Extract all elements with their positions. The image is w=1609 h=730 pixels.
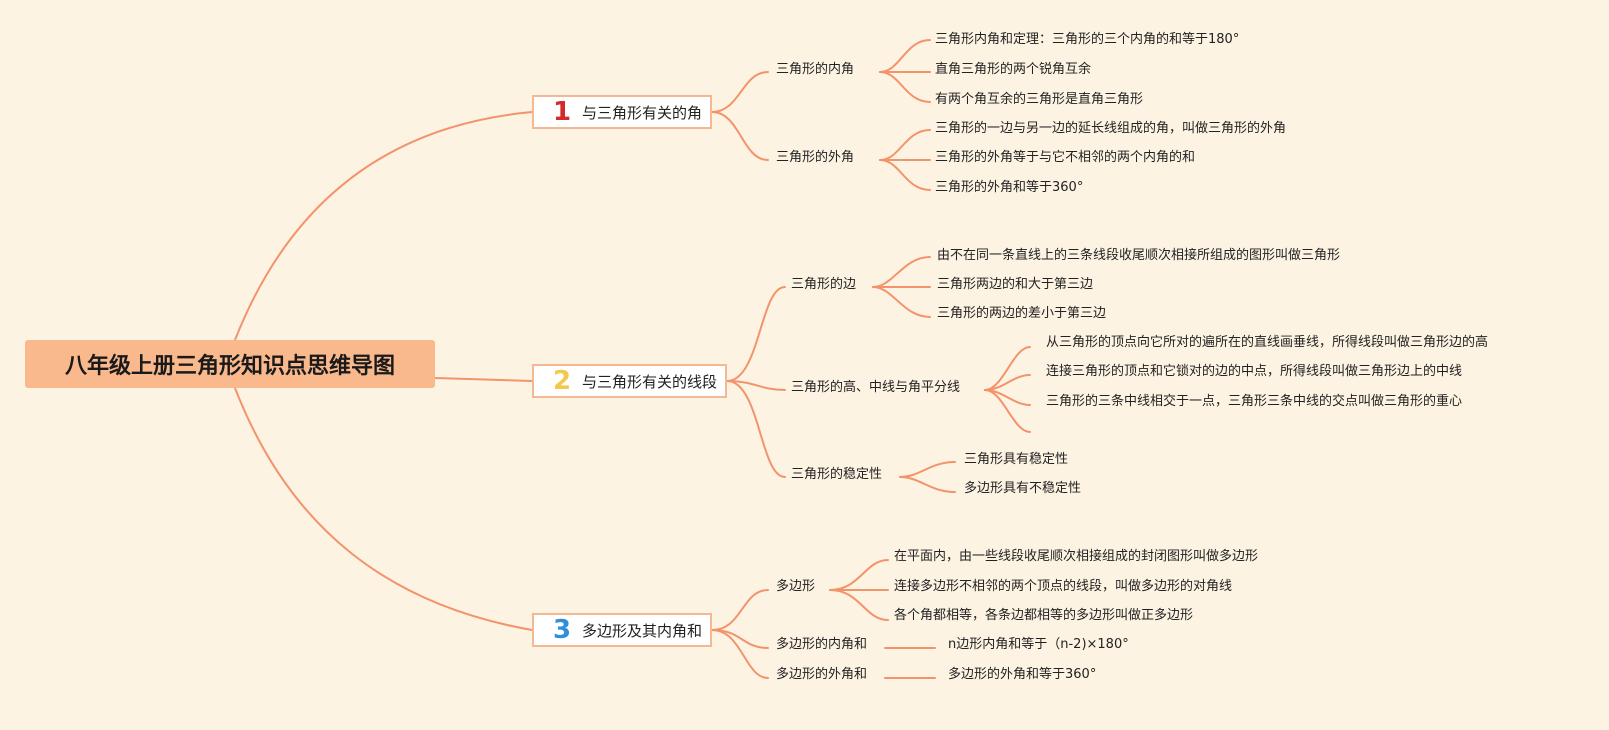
branch-2-label: 与三角形有关的线段 xyxy=(582,372,718,391)
leaf-item[interactable]: 多边形具有不稳定性 xyxy=(964,481,1082,496)
connector-b1s1-i1 xyxy=(879,39,931,73)
leaf-item[interactable]: 各个角都相等，各条边都相等的多边形叫做正多边形 xyxy=(894,608,1194,623)
connector-b3-sub2 xyxy=(711,629,769,649)
subtopic-stability[interactable]: 三角形的稳定性 xyxy=(791,467,883,482)
branch-3-label: 多边形及其内角和 xyxy=(582,621,703,640)
leaf-item[interactable]: 三角形的外角和等于360° xyxy=(935,180,1084,195)
branch-1-label: 与三角形有关的角 xyxy=(582,103,703,122)
leaf-item[interactable]: 三角形具有稳定性 xyxy=(964,452,1069,467)
leaf-item[interactable]: 三角形两边的和大于第三边 xyxy=(937,277,1094,292)
subtopic-polygon-exterior-sum[interactable]: 多边形的外角和 xyxy=(776,667,868,682)
connector-b2-sub2 xyxy=(726,380,786,391)
subtopic-altitude-median-bisector[interactable]: 三角形的高、中线与角平分线 xyxy=(791,380,961,395)
leaf-item[interactable]: 三角形内角和定理：三角形的三个内角的和等于180° xyxy=(935,32,1240,47)
leaf-item[interactable]: 三角形的三条中线相交于一点，三角形三条中线的交点叫做三角形的重心 xyxy=(1046,394,1463,409)
leaf-item[interactable]: 多边形的外角和等于360° xyxy=(948,667,1097,682)
connector-b2s3-i2 xyxy=(899,476,956,493)
badge-number-2: 2 xyxy=(552,366,572,396)
connector-b2s2-i4 xyxy=(984,389,1031,433)
mind-map-title[interactable]: 八年级上册三角形知识点思维导图 xyxy=(25,340,435,388)
leaf-item[interactable]: 直角三角形的两个锐角互余 xyxy=(935,62,1092,77)
connector-root-branch-3 xyxy=(234,387,533,631)
leaf-item[interactable]: 三角形的两边的差小于第三边 xyxy=(937,306,1107,321)
connector-b3s1-i1 xyxy=(829,559,889,591)
connector-b1s2-i1 xyxy=(879,129,931,161)
subtopic-triangle-sides[interactable]: 三角形的边 xyxy=(791,277,857,292)
badge-number-1: 1 xyxy=(552,97,572,127)
subtopic-polygon[interactable]: 多边形 xyxy=(776,579,816,594)
leaf-item[interactable]: 三角形的外角等于与它不相邻的两个内角的和 xyxy=(935,150,1196,165)
connector-root-branch-2 xyxy=(434,377,533,382)
connector-b3-sub3 xyxy=(711,629,769,679)
badge-number-3: 3 xyxy=(552,615,572,645)
connector-b1-sub1 xyxy=(711,71,769,113)
connector-b3s1-i3 xyxy=(829,589,889,621)
connector-root-branch-1 xyxy=(234,111,533,341)
leaf-item[interactable]: 连接三角形的顶点和它锁对的边的中点，所得线段叫做三角形边上的中线 xyxy=(1046,364,1463,379)
connector-b2-sub3 xyxy=(726,380,786,478)
branch-2-box[interactable]: 2 与三角形有关的线段 xyxy=(532,364,727,398)
connector-b3-sub1 xyxy=(711,589,769,631)
branch-1-box[interactable]: 1 与三角形有关的角 xyxy=(532,95,712,129)
subtopic-exterior-angle[interactable]: 三角形的外角 xyxy=(776,150,855,165)
leaf-item[interactable]: 连接多边形不相邻的两个顶点的线段，叫做多边形的对角线 xyxy=(894,579,1233,594)
subtopic-interior-angle[interactable]: 三角形的内角 xyxy=(776,62,855,77)
connector-b2s1-i1 xyxy=(872,256,931,288)
connector-b2s1-i3 xyxy=(872,286,931,318)
leaf-item[interactable]: 从三角形的顶点向它所对的遍所在的直线画垂线，所得线段叫做三角形边的高 xyxy=(1046,335,1489,350)
subtopic-polygon-interior-sum[interactable]: 多边形的内角和 xyxy=(776,637,868,652)
connector-b2-sub1 xyxy=(726,286,786,382)
connector-b1s1-i3 xyxy=(879,71,931,103)
connector-b1s2-i3 xyxy=(879,159,931,191)
connector-b2s3-i1 xyxy=(899,461,956,478)
connector-b1-sub2 xyxy=(711,111,769,161)
leaf-item[interactable]: 在平面内，由一些线段收尾顺次相接组成的封闭图形叫做多边形 xyxy=(894,549,1259,564)
leaf-item[interactable]: n边形内角和等于（n-2)×180° xyxy=(948,637,1129,652)
leaf-item[interactable]: 有两个角互余的三角形是直角三角形 xyxy=(935,92,1144,107)
branch-3-box[interactable]: 3 多边形及其内角和 xyxy=(532,613,712,647)
leaf-item[interactable]: 三角形的一边与另一边的延长线组成的角，叫做三角形的外角 xyxy=(935,121,1287,136)
leaf-item[interactable]: 由不在同一条直线上的三条线段收尾顺次相接所组成的图形叫做三角形 xyxy=(937,248,1341,263)
